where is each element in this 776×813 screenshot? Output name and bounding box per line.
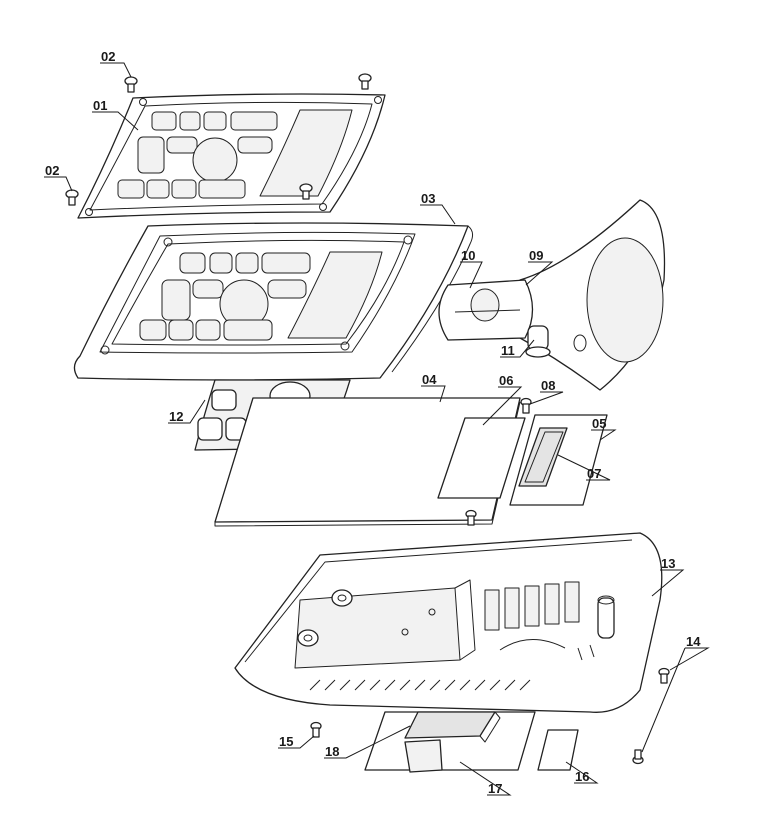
label-14: 14 <box>686 634 701 649</box>
label-12: 12 <box>169 409 183 424</box>
screw-icon <box>632 749 644 765</box>
label-08: 08 <box>541 378 555 393</box>
label-18: 18 <box>325 744 339 759</box>
part-18-battery <box>404 711 501 743</box>
screw-icon <box>65 189 79 206</box>
screw-icon <box>299 183 313 200</box>
label-17: 17 <box>488 781 502 796</box>
screw-icon <box>358 73 372 90</box>
screw-icon <box>465 509 477 526</box>
part-08-screws <box>465 397 532 526</box>
label-06: 06 <box>499 373 513 388</box>
leader-lines <box>44 62 710 796</box>
label-15: 15 <box>279 734 293 749</box>
label-07: 07 <box>587 466 601 481</box>
part-09-10-11-probe-assembly <box>438 199 666 391</box>
label-04: 04 <box>422 372 437 387</box>
part-labels: 02 01 02 03 10 09 11 04 06 08 12 05 07 1… <box>45 49 701 796</box>
part-06-display <box>437 417 526 499</box>
part-17-battery-cover <box>364 711 536 773</box>
label-03: 03 <box>421 191 435 206</box>
part-13-bottom-housing <box>234 532 663 713</box>
part-07-component <box>518 427 568 487</box>
part-01-front-bezel <box>77 93 386 219</box>
part-15-screw <box>310 721 322 738</box>
label-02-left: 02 <box>45 163 59 178</box>
part-02-screws <box>65 73 372 206</box>
part-16-label-plate <box>537 729 579 771</box>
label-01: 01 <box>93 98 107 113</box>
part-14-screws <box>632 667 670 765</box>
screw-icon <box>520 397 532 414</box>
screw-icon <box>124 76 138 93</box>
label-13: 13 <box>661 556 675 571</box>
label-11: 11 <box>501 343 515 358</box>
part-03-top-housing <box>73 222 474 381</box>
label-05: 05 <box>592 416 606 431</box>
label-16: 16 <box>575 769 589 784</box>
label-09: 09 <box>529 248 543 263</box>
label-02-top: 02 <box>101 49 115 64</box>
screw-icon <box>658 667 670 684</box>
label-10: 10 <box>461 248 475 263</box>
